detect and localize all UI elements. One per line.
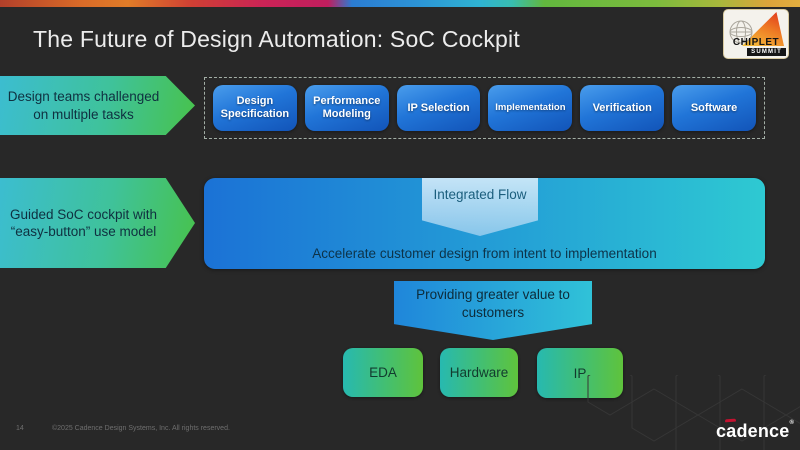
- cadence-logo-dence: dence: [736, 421, 790, 441]
- top-gradient-strip: [0, 0, 800, 7]
- page-number: 14: [16, 425, 24, 432]
- flow-step-ip-selection: IP Selection: [396, 85, 481, 131]
- arrow-guided-cockpit: Guided SoC cockpit with “easy-button” us…: [0, 178, 195, 268]
- flow-step-implementation: Implementation: [488, 85, 573, 131]
- integrated-flow-box: Integrated Flow Accelerate customer desi…: [204, 178, 765, 269]
- integrated-flow-caption: Accelerate customer design from intent t…: [312, 246, 657, 261]
- cadence-logo-c: c: [716, 421, 727, 441]
- value-banner-label: Providing greater value to customers: [416, 287, 570, 320]
- flow-step-verification: Verification: [580, 85, 665, 131]
- value-item-ip: IP: [537, 348, 623, 398]
- cadence-logo-a: a: [725, 418, 737, 440]
- arrow-design-teams: Design teams challenged on multiple task…: [0, 76, 195, 135]
- value-banner: Providing greater value to customers: [394, 281, 592, 340]
- summit-logo-text: SUMMIT: [747, 48, 786, 56]
- flow-steps-container: Design Specification Performance Modelin…: [204, 77, 765, 139]
- arrow-guided-cockpit-label: Guided SoC cockpit with “easy-button” us…: [9, 206, 158, 239]
- value-item-eda: EDA: [343, 348, 423, 397]
- chiplet-logo-text: CHIPLET: [732, 37, 780, 48]
- registered-mark: ®: [789, 420, 795, 426]
- flow-step-software: Software: [672, 85, 756, 131]
- value-item-hardware: Hardware: [440, 348, 518, 397]
- flow-step-performance-modeling: Performance Modeling: [304, 85, 389, 131]
- flow-step-design-specification: Design Specification: [213, 85, 297, 131]
- integrated-flow-banner: Integrated Flow: [422, 178, 538, 236]
- copyright-text: ©2025 Cadence Design Systems, Inc. All r…: [52, 425, 230, 432]
- page-title: The Future of Design Automation: SoC Coc…: [33, 26, 520, 52]
- chiplet-summit-logo: CHIPLET SUMMIT: [723, 9, 789, 59]
- hexagon-pattern: [587, 375, 800, 450]
- globe-icon: [729, 20, 753, 44]
- arrow-design-teams-label: Design teams challenged on multiple task…: [7, 89, 160, 122]
